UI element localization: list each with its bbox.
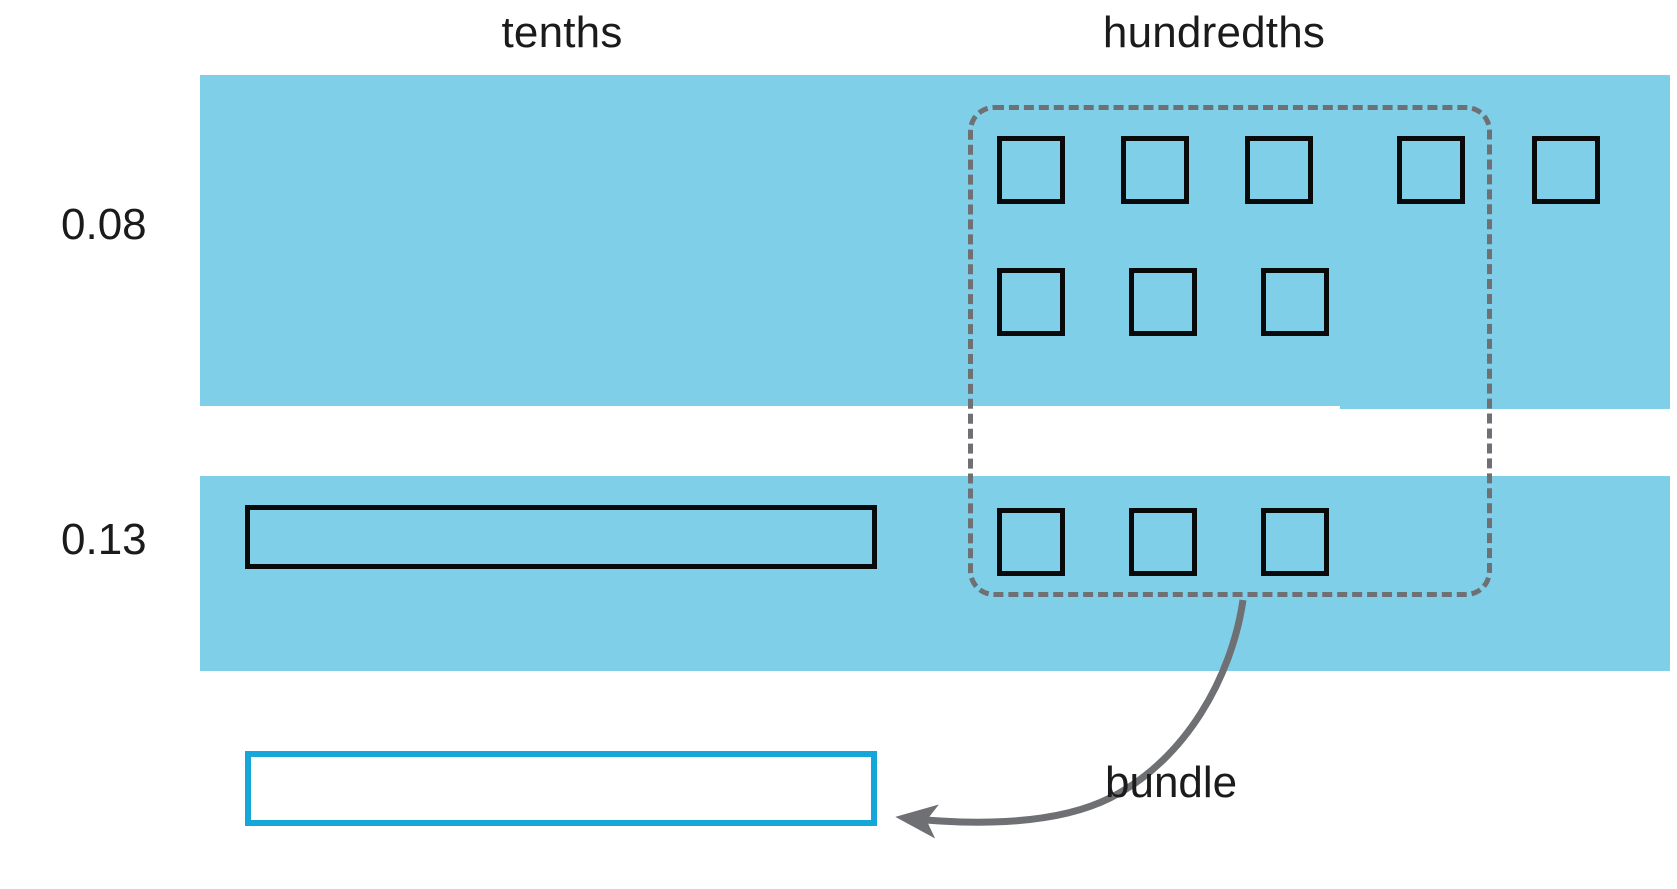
hundredth-unit-square [997, 136, 1065, 204]
hundredth-unit-square [1397, 136, 1465, 204]
hundredth-unit-square [1261, 508, 1329, 576]
hundredth-unit-square [1261, 268, 1329, 336]
row-label-0-13: 0.13 [61, 515, 147, 564]
bundle-caption-label: bundle [1105, 758, 1238, 807]
bundled-tenth-result-strip [245, 751, 877, 826]
hundredth-unit-square [1532, 136, 1600, 204]
place-value-band-row-1-extension [1340, 75, 1670, 409]
hundredth-unit-square [1121, 136, 1189, 204]
column-header-hundredths: hundredths [1102, 8, 1326, 57]
column-header-tenths: tenths [501, 8, 623, 57]
hundredth-unit-square [997, 268, 1065, 336]
tenth-strip-row-0-13 [245, 505, 877, 569]
row-label-0-08: 0.08 [61, 200, 147, 249]
hundredth-unit-square [997, 508, 1065, 576]
bundle-outline-dashed-box [968, 105, 1492, 597]
hundredth-unit-square [1245, 136, 1313, 204]
hundredth-unit-square [1129, 508, 1197, 576]
hundredth-unit-square [1129, 268, 1197, 336]
